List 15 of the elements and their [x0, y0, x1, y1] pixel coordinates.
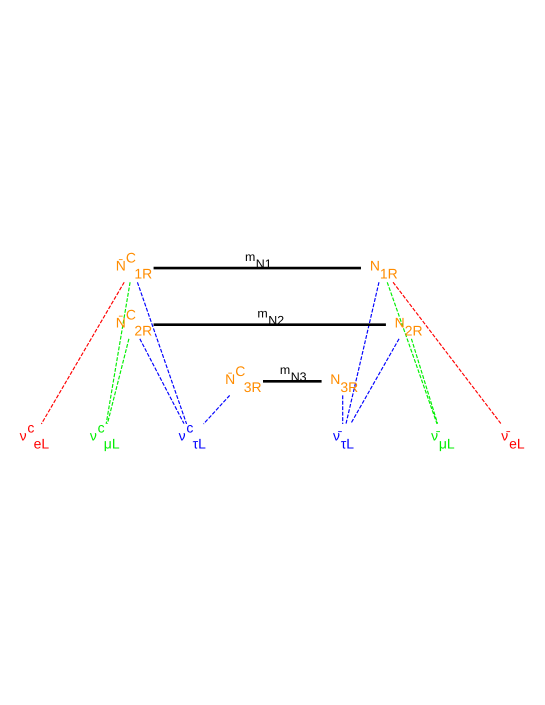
- connector: [350, 338, 400, 424]
- connector: [154, 322, 386, 326]
- connector: [154, 266, 361, 269]
- connector: [203, 394, 230, 424]
- connector: [106, 338, 130, 424]
- connector: [342, 394, 344, 424]
- connector: [136, 282, 188, 424]
- connector: [106, 282, 131, 424]
- connector: [40, 281, 125, 424]
- connector: [139, 338, 185, 424]
- connector: [410, 338, 438, 424]
- connector: [345, 282, 380, 424]
- connector: [263, 379, 322, 382]
- connector: [392, 281, 502, 424]
- connector: [386, 282, 438, 424]
